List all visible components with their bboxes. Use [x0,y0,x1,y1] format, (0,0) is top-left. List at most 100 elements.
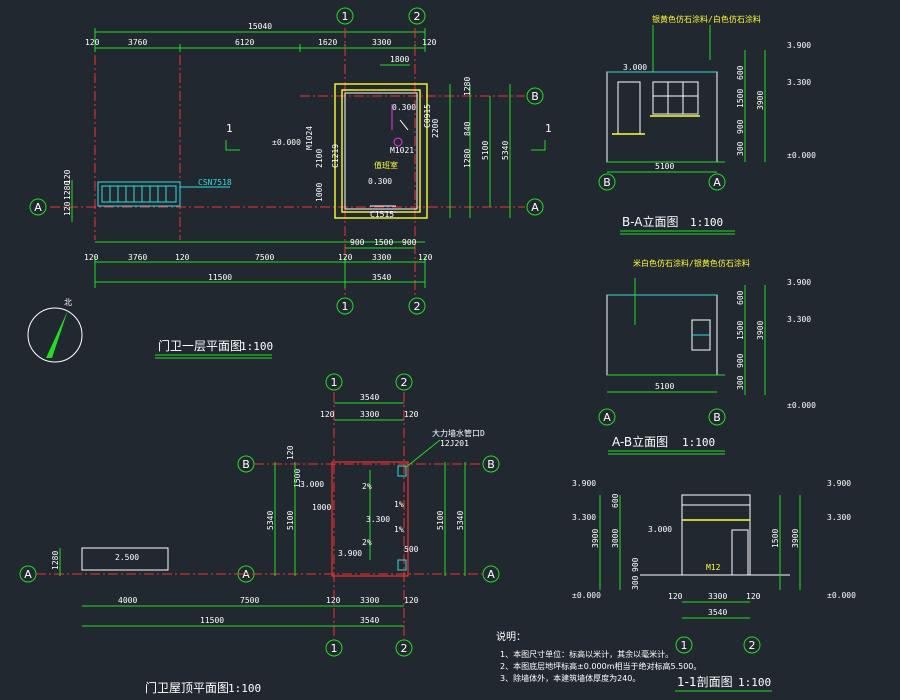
ba-vdim-3: 900 [736,119,745,134]
plan1-scale: 1:100 [240,340,273,353]
ba-width: 5100 [655,162,674,171]
plan1-axis-a-right: A [531,201,539,214]
plan1-title: 门卫一层平面图 [158,338,242,353]
roof-side-2: 5100 [286,511,295,530]
door-split-1: 900 [350,238,365,247]
ba-axis-a: A [713,176,721,189]
plan1-bot-dim-1: 120 [84,253,99,262]
ba-vtotal: 3900 [756,91,765,110]
ba-axis-b: B [603,176,611,189]
roof-top-dim-3: 120 [404,410,419,419]
section-title: 1-1剖面图 [677,675,733,689]
plan1-elev-1: 0.300 [392,103,416,112]
plan1-left-dim-2: 1280 [63,181,72,200]
sec-level-l2: 3.300 [572,513,596,522]
plan1-dim-2200: 2200 [431,119,440,138]
plan1-right-dim-1: 1280 [463,77,472,96]
ab-vdim-3: 900 [736,353,745,368]
roof-bot-total-1: 11500 [200,616,224,625]
roof-level-2: 3.300 [366,515,390,524]
plan1-axis-2-bottom: 2 [414,300,421,313]
plan1-left-dim-1: 120 [63,201,72,216]
plan1-top-small: 1800 [390,55,409,64]
roof-axis-a-far-left: A [24,568,32,581]
roof-small-1280: 1280 [51,551,60,570]
notes-heading: 说明： [496,630,526,643]
plan1-top-dim-2: 3760 [128,38,147,47]
roof-callout-2: 12J201 [440,439,469,448]
roof-axis-a-left: A [242,568,250,581]
sec-axis-1: 1 [681,639,688,652]
plan1-bot-dim-4: 7500 [255,253,274,262]
door-split-2: 1500 [374,238,393,247]
plan1-top-dim-1: 120 [85,38,100,47]
plan1-label-c0915: C0915 [423,104,432,128]
roof-level-4: 2.500 [115,553,139,562]
plan1-axis-a-left: A [34,201,42,214]
plan1-top-dim-4: 1620 [318,38,337,47]
design-notes: 说明： 1、本图尺寸单位：标高以米计，其余以毫米计。 2、本图底层地坪标高±0.… [496,630,701,683]
plan1-bot-dim-7: 120 [418,253,433,262]
roof-axis-1-bottom: 1 [331,642,338,655]
roof-small-1000: 1000 [312,503,331,512]
ba-vdim-4: 300 [736,141,745,156]
ab-width: 5100 [655,382,674,391]
sec-level-l1: 3.900 [572,479,596,488]
roof-small-1500: 1500 [293,469,302,488]
sec-htotal: 3540 [708,608,727,617]
roof-bot-dim-3: 120 [326,596,341,605]
roof-level-1: 3.000 [300,480,324,489]
roof-title: 门卫屋顶平面图 [145,680,229,695]
gate-label: CSN7518 [198,178,232,187]
roof-slope-2: 2% [362,538,372,547]
roof-bot-dim-4: 3300 [360,596,379,605]
plan1-bot-dim-3: 120 [175,253,190,262]
ba-h-1: 3.900 [787,41,811,50]
ab-h-3: ±0.000 [787,401,816,410]
sec-level-r1: 3.900 [827,479,851,488]
roof-slope-1: 2% [362,482,372,491]
plan1-left-dim-3: 120 [63,169,72,184]
sec-vtotal-left: 3900 [591,529,600,548]
section-1-1: M12 3.000 3900 600 3000 900 300 1500 390… [572,479,856,692]
sec-vdim-3: 3000 [611,529,620,548]
ab-axis-a: A [603,411,611,424]
roof-callout: 大力墙水管口D [432,428,485,438]
ba-h-2: 3.300 [787,78,811,87]
sec-hdim-3: 120 [746,592,761,601]
ba-note: 银黄色仿石涂料/白色仿石涂料 [652,14,761,24]
plan1-bot-total-1: 11500 [208,273,232,282]
plan1-top-dim-3: 6120 [235,38,254,47]
sec-vtotal-right: 3900 [791,529,800,548]
svg-text:北: 北 [64,298,72,307]
plan1-label-m1021: M1021 [390,146,414,155]
ab-axis-b: B [713,411,721,424]
ba-h-3: ±0.000 [787,151,816,160]
section-tag: M12 [706,563,721,572]
ba-vdim-1: 600 [736,65,745,80]
plan1-right-total-2: 5340 [501,141,510,160]
roof-small-500: 500 [404,545,419,554]
roof-axis-1-top: 1 [331,376,338,389]
ba-title: B-A立面图 [622,214,679,229]
plan1-dim-1000: 1000 [315,183,324,202]
roof-axis-b-left: B [242,458,250,471]
roof-side-4: 5100 [436,511,445,530]
roof-slope-3: 1% [394,500,404,509]
section-level-4: 3.000 [648,525,672,534]
roof-bot-dim-2: 7500 [240,596,259,605]
plan1-top-dim-6: 120 [422,38,437,47]
plan1-dim-2100: 2100 [315,149,324,168]
roof-top-total: 3540 [360,393,379,402]
sec-vdim-1: 600 [611,493,620,508]
plan1-bot-total-2: 3540 [372,273,391,282]
plan1-top-total: 15040 [248,22,272,31]
roof-level-3: 3.900 [338,549,362,558]
roof-axis-2-bottom: 2 [401,642,408,655]
ab-h-2: 3.300 [787,315,811,324]
plan1-bot-dim-5: 120 [338,253,353,262]
roof-bot-total-2: 3540 [360,616,379,625]
notes-item-1: 1、本图尺寸单位：标高以米计，其余以毫米计。 [500,649,673,659]
roof-side-1: 5340 [266,511,275,530]
plan1-bot-dim-6: 3300 [372,253,391,262]
